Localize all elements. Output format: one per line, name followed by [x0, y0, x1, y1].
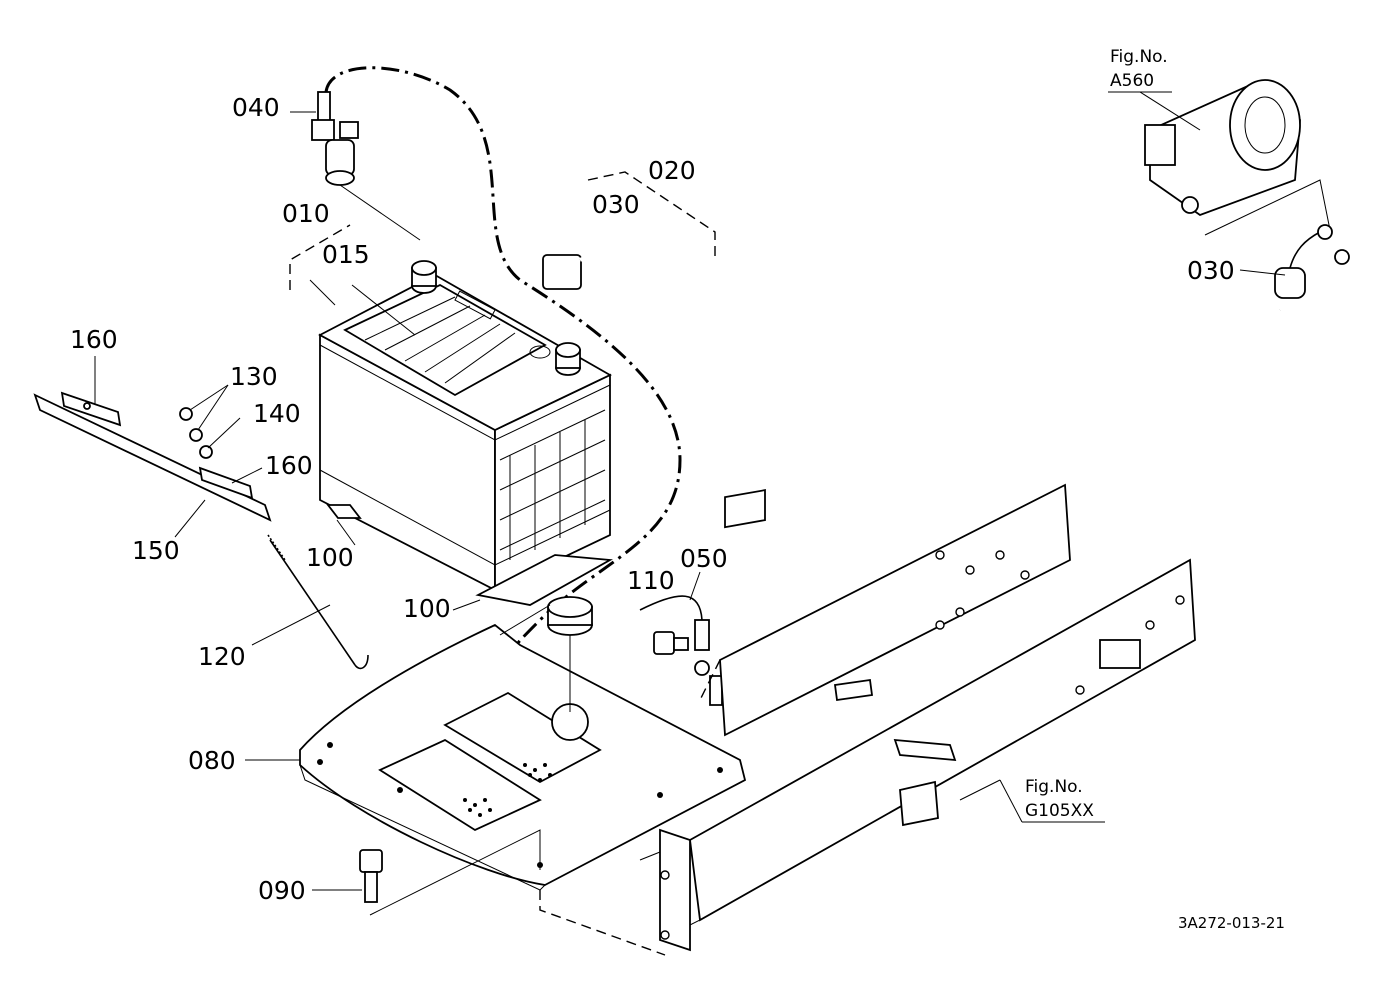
- battery-base-plate-080: [299, 623, 747, 891]
- callout-010: 010: [282, 199, 330, 228]
- figref-starter-number: A560: [1110, 71, 1154, 91]
- tractor-frame: [539, 483, 1196, 956]
- washer-140: [199, 445, 213, 459]
- callout-100-rear: 100: [403, 594, 451, 623]
- battery-pad-front: [326, 504, 362, 519]
- bracket-020: [587, 171, 716, 260]
- battery-side-grid: [499, 409, 606, 560]
- callout-140: 140: [253, 399, 301, 428]
- cap-110: [547, 596, 593, 636]
- callout-110: 110: [627, 566, 675, 595]
- callout-050: 050: [680, 544, 728, 573]
- starter-cable-end-030: [1274, 224, 1350, 299]
- callout-160-rear: 160: [265, 451, 313, 480]
- callout-040: 040: [232, 93, 280, 122]
- battery-cable-020: [542, 248, 1282, 420]
- battery-label-015: [343, 283, 547, 397]
- callout-090: 090: [258, 876, 306, 905]
- fusible-link-040: [311, 91, 359, 186]
- figref-frame-number: G105XX: [1025, 801, 1094, 821]
- nut-130-b: [189, 428, 203, 442]
- callout-100-front: 100: [306, 543, 354, 572]
- drawing-number: 3A272-013-21: [1178, 914, 1285, 932]
- bolt-090: [359, 849, 383, 903]
- bracket-010: [289, 224, 351, 290]
- callout-150: 150: [132, 536, 180, 565]
- ground-wire-050: [639, 595, 723, 706]
- leader-lines: [94, 91, 1286, 891]
- figref-starter-label: Fig.No.: [1110, 47, 1168, 67]
- callout-030-right: 030: [1187, 256, 1235, 285]
- figref-frame-label: Fig.No.: [1025, 777, 1083, 797]
- battery-pad-rear: [475, 554, 613, 606]
- callout-120: 120: [198, 642, 246, 671]
- holder-pad-160-rear: [198, 466, 254, 500]
- battery: [318, 260, 612, 592]
- callout-020: 020: [648, 156, 696, 185]
- harness-wire: [324, 66, 682, 701]
- hook-bolt-120: [267, 534, 369, 670]
- battery-holder-150: [33, 391, 272, 522]
- callout-130: 130: [230, 362, 278, 391]
- figure-ref-starter: Fig.No. A560: [1108, 47, 1172, 93]
- callout-015: 015: [322, 240, 370, 269]
- nut-130-a: [179, 407, 193, 421]
- figure-ref-frame: Fig.No. G105XX: [1022, 777, 1105, 823]
- callout-030-left: 030: [592, 190, 640, 219]
- callout-160-front: 160: [70, 325, 118, 354]
- callout-080: 080: [188, 746, 236, 775]
- starter-motor: [1144, 79, 1301, 217]
- holder-pad-160-front: [60, 391, 122, 427]
